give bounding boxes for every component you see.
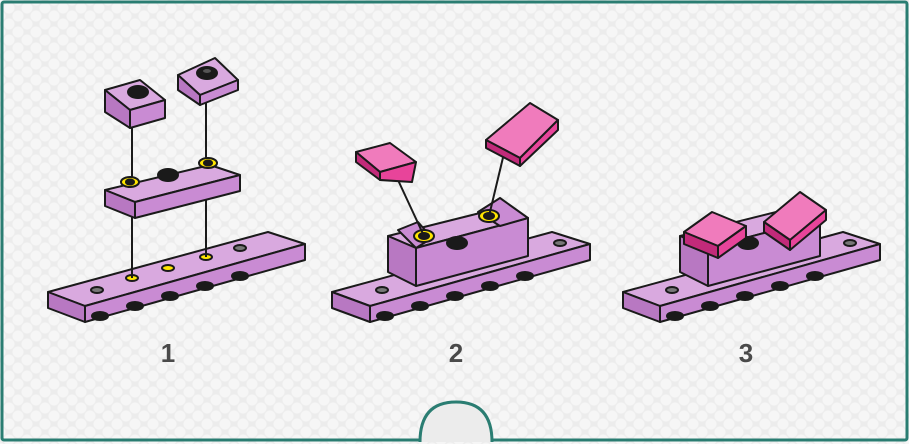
step-number-3: 3 xyxy=(726,338,766,369)
step-number-2: 2 xyxy=(436,338,476,369)
step-number-1: 1 xyxy=(148,338,188,369)
